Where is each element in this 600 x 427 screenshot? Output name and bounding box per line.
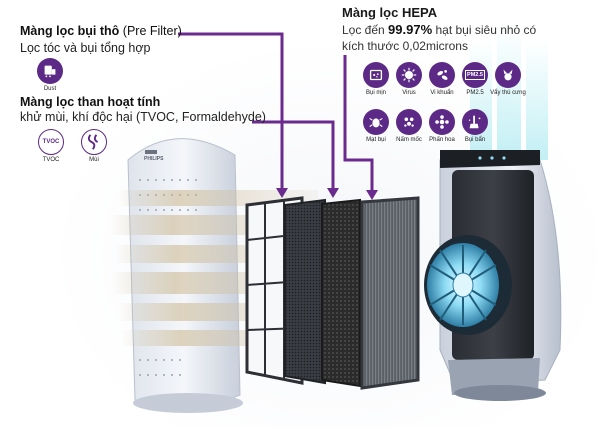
dirt-badge <box>462 109 488 135</box>
pollen-badge <box>429 109 455 135</box>
dust-mite-icon <box>369 117 383 128</box>
carbon-filter-arrow-icon <box>327 188 339 198</box>
pet-dander-label: Vẩy thú cưng <box>490 90 526 96</box>
fine-dust-icon <box>369 69 383 81</box>
pre-filter-title-text: Màng lọc bụi thô <box>20 24 120 38</box>
tvoc-badge: TVOC <box>38 129 64 155</box>
virus-label: Virus <box>402 90 416 96</box>
carbon-filter-title: Màng lọc than hoạt tính <box>20 95 161 109</box>
pre-filter-title-sub: (Pre Filter) <box>122 24 182 38</box>
hepa-filter-panel <box>360 196 420 390</box>
hepa-filter-title: Màng lọc HEPA <box>342 5 438 20</box>
pre-filter-title: Màng lọc bụi thô (Pre Filter) <box>20 24 182 38</box>
mold-label: Nấm mốc <box>396 137 422 143</box>
bacteria-badge <box>429 62 455 88</box>
hepa-desc-highlight: 99.97% <box>388 22 433 37</box>
bacteria-icon <box>437 70 448 80</box>
mold-badge <box>396 109 422 135</box>
pre-filter-callout-line <box>178 32 284 190</box>
pre-filter-arrow-icon <box>276 188 288 198</box>
fine-dust-badge <box>363 62 389 88</box>
odor-badge <box>81 129 107 155</box>
mesh-filter-panel <box>284 198 326 385</box>
hepa-filter-arrow-icon <box>366 190 378 200</box>
dust-mite-label: Mạt bụi <box>366 137 386 143</box>
brand-logo: PHILIPS <box>144 156 164 162</box>
odor-icon <box>87 134 99 150</box>
carbon-filter-desc: khử mùi, khí độc hại (TVOC, Formaldehyde… <box>20 110 266 124</box>
mold-icon <box>404 117 414 127</box>
tvoc-icon: TVOC <box>42 139 60 145</box>
dirt-icon <box>468 115 481 129</box>
fine-dust-label: Bụi mịn <box>365 90 386 96</box>
dust-mite-badge <box>363 109 389 135</box>
carbon-filter-panel <box>321 198 361 388</box>
callout-lines <box>178 32 374 192</box>
hepa-filter-callout-line <box>343 55 374 192</box>
pm25-label: PM2.5 <box>466 90 484 96</box>
dust-badge-label: Dust <box>43 86 57 92</box>
pm25-badge: PM2.5 <box>462 62 488 88</box>
tvoc-badge-label: TVOC <box>42 157 60 163</box>
pre-filter-desc: Lọc tóc và bụi tổng hợp <box>20 41 151 55</box>
odor-badge-label: Mùi <box>89 157 99 163</box>
virus-badge <box>396 62 422 88</box>
pet-dander-badge <box>495 62 521 88</box>
dust-badge <box>37 58 63 84</box>
hepa-desc-suffix: hạt bụi siêu nhỏ có <box>435 23 537 37</box>
bacteria-label: Vi khuẩn <box>430 90 454 96</box>
virus-icon <box>401 67 417 83</box>
carbon-filter-callout-line <box>252 120 335 190</box>
pollen-label: Phấn hoa <box>429 137 455 143</box>
dust-icon <box>44 65 56 78</box>
hepa-filter-desc: Lọc đến 99.97% hạt bụi siêu nhỏ có <box>342 22 536 38</box>
dirt-label: Bụi bẩn <box>464 137 486 143</box>
fan-blower <box>424 235 512 335</box>
pollen-icon <box>435 115 449 129</box>
pet-dander-icon <box>503 69 513 81</box>
hepa-filter-desc-line2: kích thước 0,02microns <box>342 39 468 53</box>
pm25-icon: PM2.5 <box>465 70 485 80</box>
hepa-desc-prefix: Lọc đến <box>342 23 385 37</box>
